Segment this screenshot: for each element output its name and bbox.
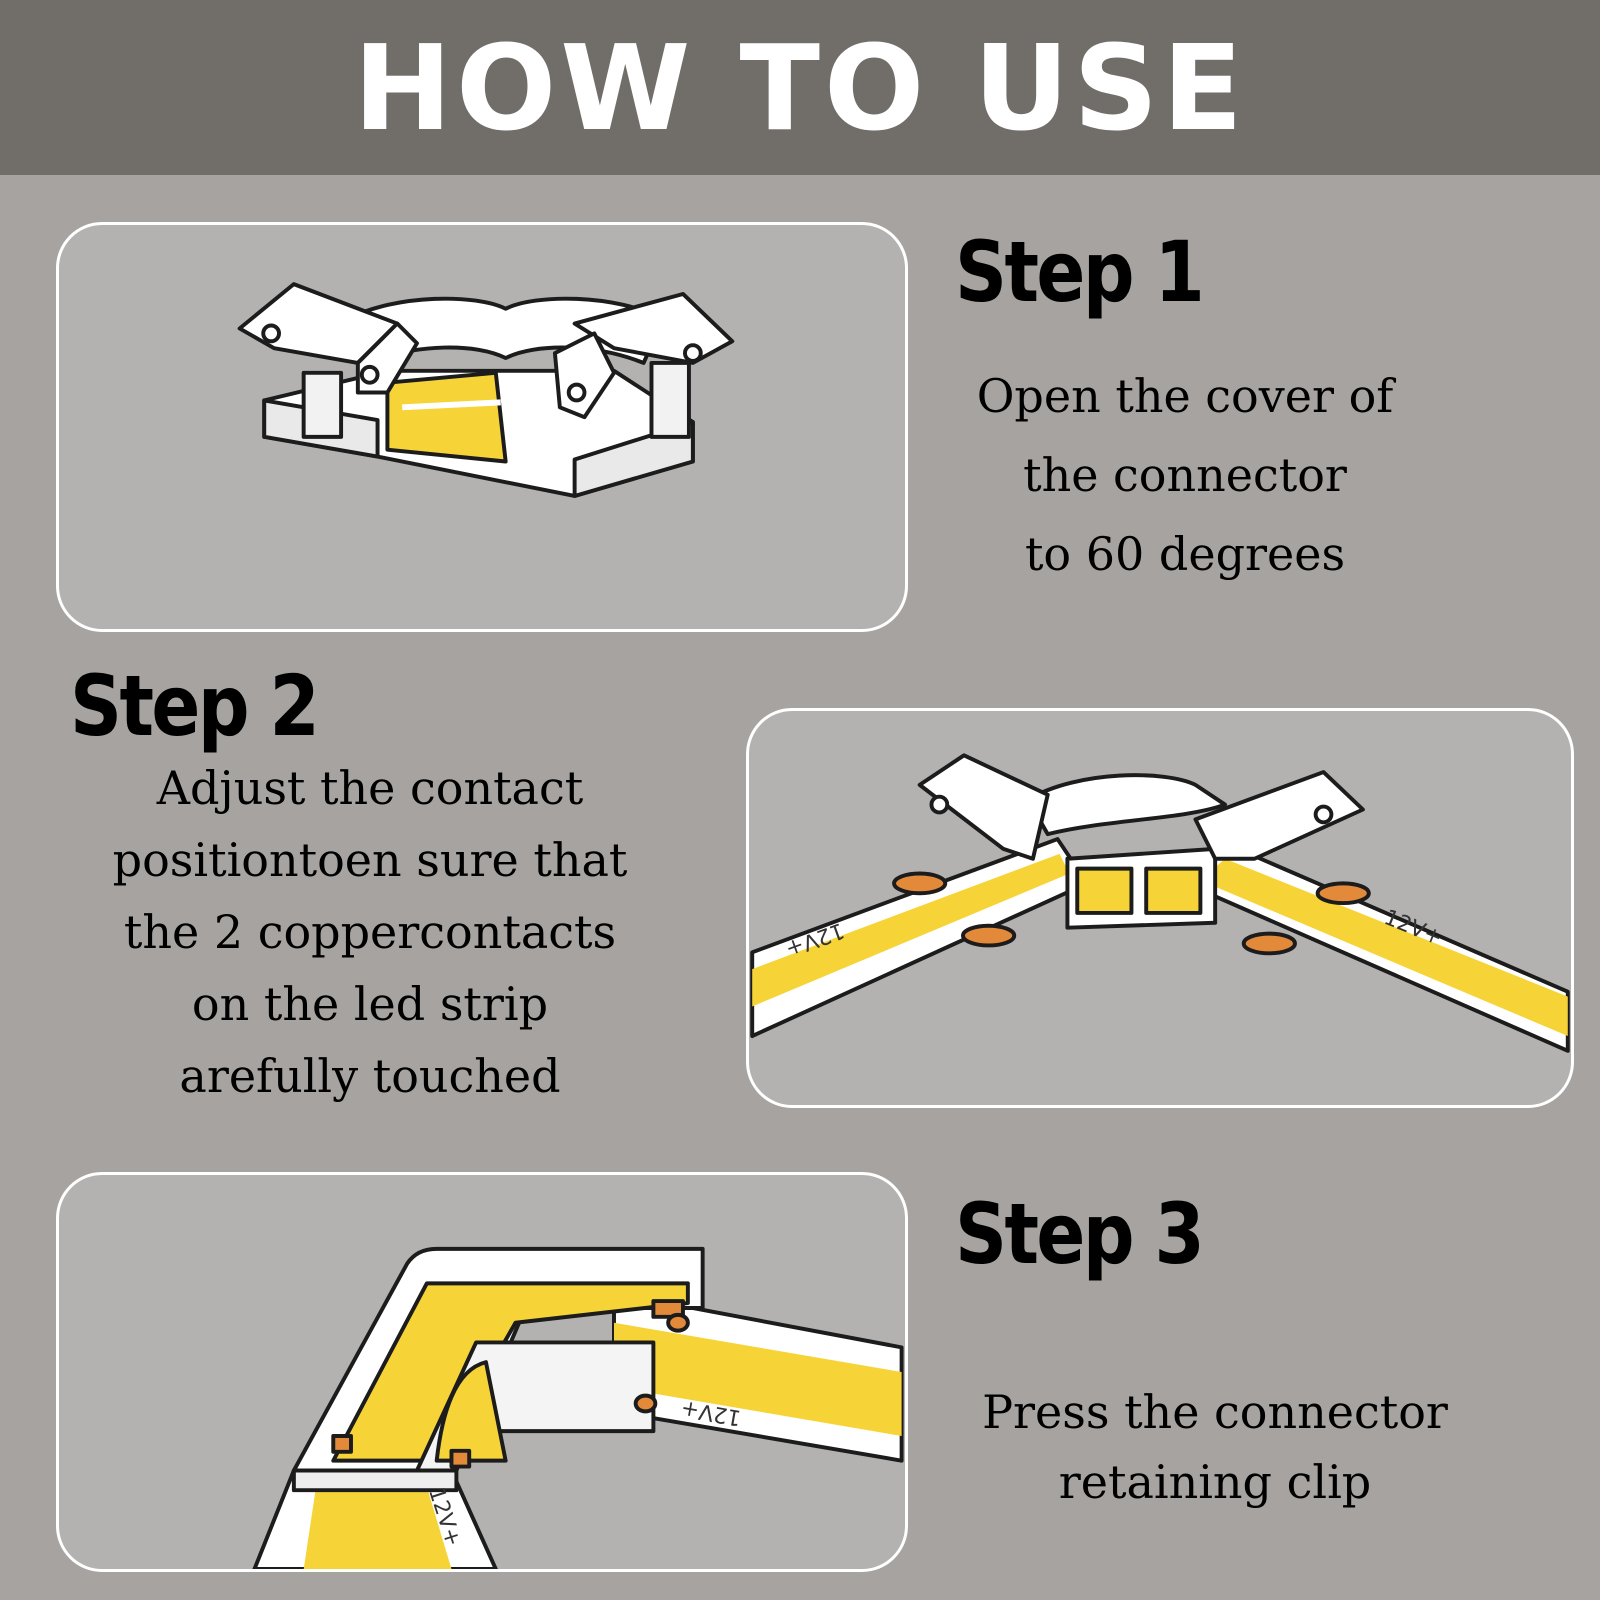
step-3-illustration: 12V+ 12V+ (56, 1172, 908, 1572)
pressed-connector-illustration: 12V+ 12V+ (252, 1246, 904, 1569)
step-2-line-4: on the led strip (191, 977, 549, 1031)
step-2-description: Adjust the contact positiontoen sure tha… (60, 752, 680, 1112)
step-2-line-2: positiontoen sure that (112, 833, 628, 887)
step-1-description: Open the cover of the connector to 60 de… (935, 357, 1435, 594)
step-1-title: Step 1 (955, 223, 1205, 321)
step-2-line-3: the 2 coppercontacts (123, 905, 617, 959)
step-1-line-3: to 60 degrees (1024, 527, 1346, 581)
step-2-line-1: Adjust the contact (156, 761, 584, 815)
page-title: HOW TO USE (353, 18, 1247, 157)
step-1-line-2: the connector (1023, 448, 1347, 502)
step-2-illustration: 12V+ 12V+ (746, 708, 1574, 1108)
step-3-description: Press the connector retaining clip (945, 1377, 1485, 1517)
step-2-title: Step 2 (70, 657, 320, 755)
step-3-title: Step 3 (955, 1185, 1205, 1283)
step-1-illustration (56, 222, 908, 632)
step-2-line-5: arefully touched (179, 1049, 561, 1103)
header-banner: HOW TO USE (0, 0, 1600, 175)
step-3-line-2: retaining clip (1058, 1455, 1372, 1509)
open-connector-illustration (237, 282, 735, 498)
step-1-line-1: Open the cover of (976, 369, 1394, 423)
insert-strip-illustration: 12V+ 12V+ (750, 753, 1570, 1053)
step-3-line-1: Press the connector (982, 1385, 1448, 1439)
